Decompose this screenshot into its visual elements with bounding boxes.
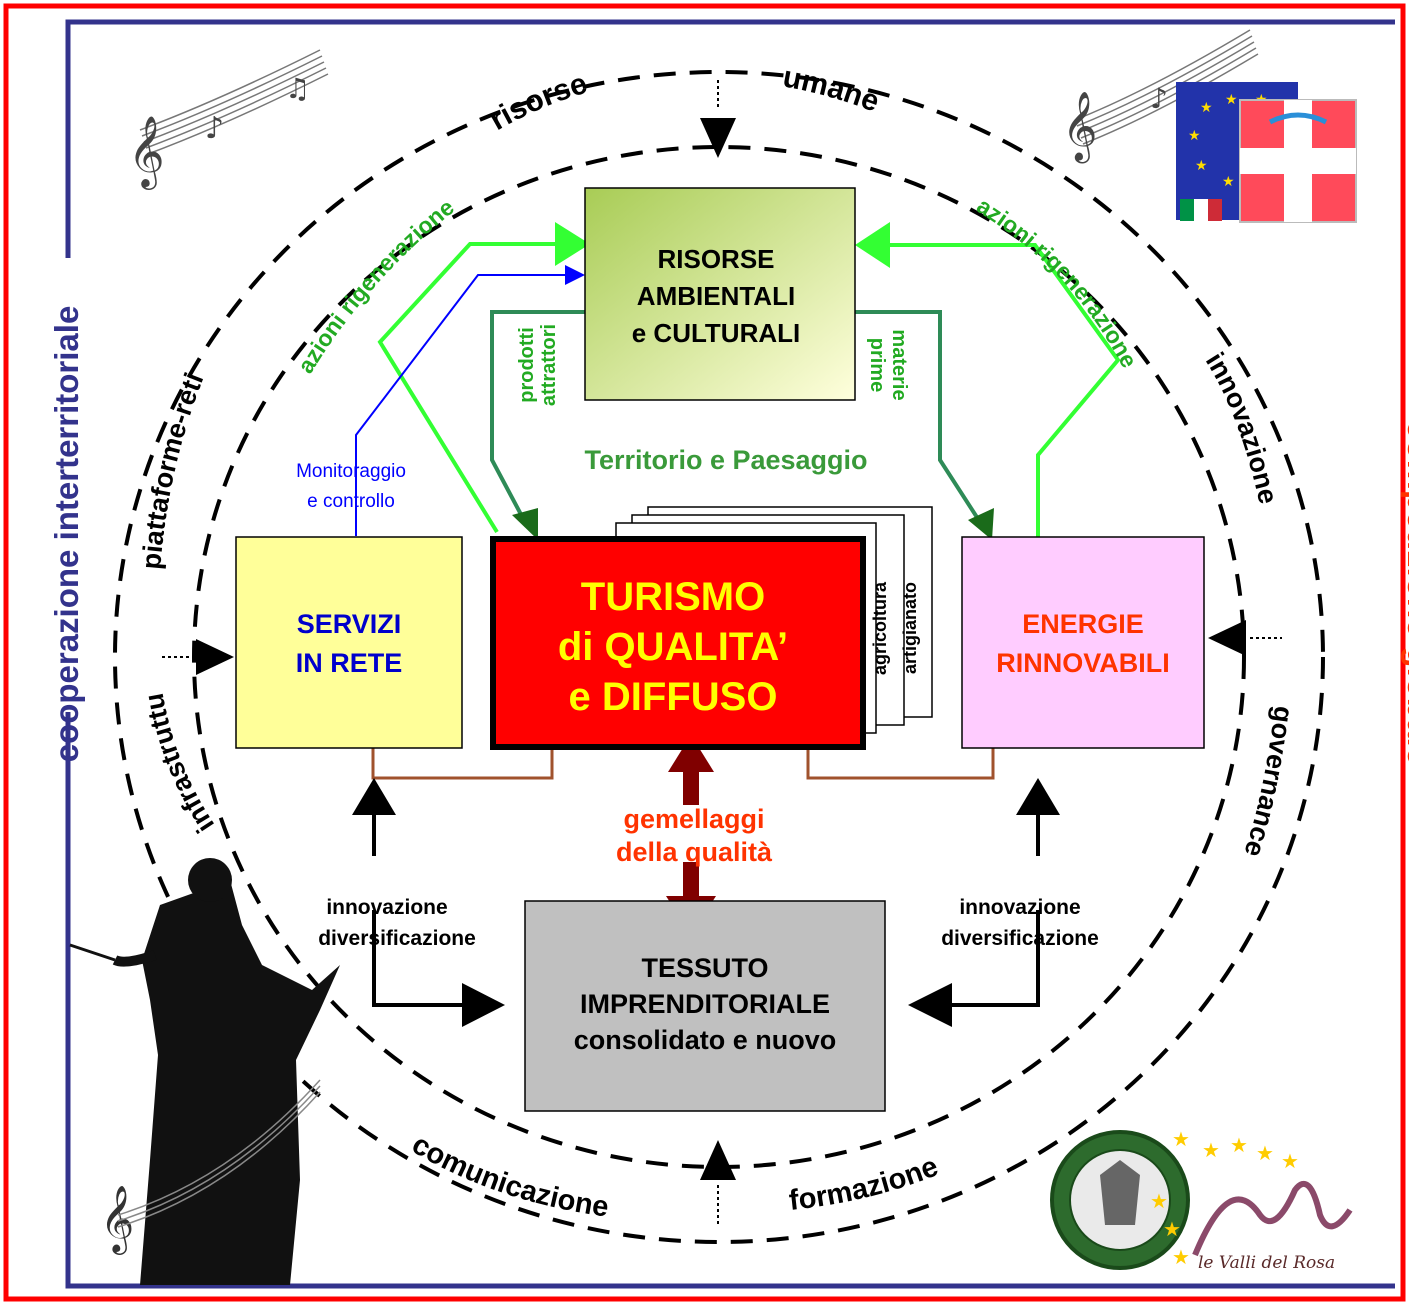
product-flows — [490, 310, 994, 540]
innovation-right-line2: diversificazione — [941, 927, 1099, 950]
svg-text:★: ★ — [1195, 158, 1208, 174]
regeneration-flows — [377, 222, 1121, 537]
monitoring-label-line1: Monitoraggio — [296, 461, 406, 482]
svg-text:★: ★ — [1188, 128, 1201, 144]
svg-text:★: ★ — [1172, 1245, 1190, 1269]
treble-clef-icon: 𝄞 — [128, 114, 165, 190]
music-note-icon: ♫ — [285, 72, 310, 105]
svg-text:★: ★ — [1256, 1141, 1274, 1165]
regen-label-right: azioni rigenerazione — [972, 192, 1142, 372]
svg-text:★: ★ — [1172, 1127, 1190, 1151]
svg-text:★: ★ — [1222, 174, 1235, 190]
svg-text:★: ★ — [1200, 100, 1213, 116]
music-staff-top-right: 𝄞 ♪ — [1062, 29, 1259, 163]
logo-script-text: le Valli del Rosa — [1198, 1253, 1335, 1273]
arrow-right-to-business — [462, 983, 505, 1027]
ring-label-top-right: umane — [780, 60, 883, 118]
resources-line2: AMBIENTALI — [637, 281, 795, 311]
tourism-box: TURISMO di QUALITA’ e DIFFUSO — [490, 536, 866, 750]
tourism-line3: e DIFFUSO — [569, 675, 778, 719]
tourism-line2: di QUALITA’ — [558, 625, 788, 669]
valsesia-logo: ★ ★ ★ ★ ★ ★ ★ ★ le Valli del Rosa — [1050, 1127, 1353, 1273]
ring-label-top-left: risorse — [484, 67, 591, 137]
raw-label-line1: materie — [888, 329, 910, 400]
left-vertical-label: cooperazione interterritoriale — [48, 306, 85, 763]
energy-box: ENERGIE RINNOVABILI — [961, 536, 1205, 749]
arrow-up-right — [1016, 778, 1060, 815]
territory-label: Territorio e Paesaggio — [584, 445, 867, 475]
services-line2: IN RETE — [296, 648, 403, 678]
side-card-artigianato: artigianato — [900, 582, 920, 674]
business-line1: TESSUTO — [641, 953, 768, 983]
svg-text:★: ★ — [1202, 1138, 1220, 1162]
products-label-line1: prodotti — [516, 327, 538, 403]
raw-label-line2: prime — [866, 338, 888, 392]
svg-text:★: ★ — [1163, 1217, 1181, 1241]
business-box: TESSUTO IMPRENDITORIALE consolidato e nu… — [524, 900, 886, 1112]
svg-text:★: ★ — [1150, 1189, 1168, 1213]
innovation-right-line1: innovazione — [959, 896, 1080, 919]
svg-text:★: ★ — [1281, 1149, 1299, 1173]
twinning-label-line2: della qualità — [616, 837, 773, 867]
arrow-up-left — [352, 778, 396, 815]
outer-border — [3, 3, 1406, 1302]
energy-line1: ENERGIE — [1022, 609, 1144, 639]
inner-frame — [65, 19, 1395, 1289]
resources-line1: RISORSE — [657, 244, 774, 274]
monitoring-label-line2: e controllo — [307, 491, 395, 512]
treble-clef-icon: 𝄞 — [1062, 91, 1097, 163]
innovation-left-line1: innovazione — [326, 896, 447, 919]
business-line2: IMPRENDITORIALE — [580, 989, 830, 1019]
conductor-silhouette-icon: 𝄞 — [69, 858, 340, 1285]
energy-line2: RINNOVABILI — [996, 648, 1170, 678]
resources-line3: e CULTURALI — [632, 318, 801, 348]
svg-text:★: ★ — [1230, 1133, 1248, 1157]
services-box: SERVIZI IN RETE — [235, 536, 463, 749]
arrow-left-to-business — [908, 983, 952, 1027]
twinning-label-line1: gemellaggi — [623, 804, 764, 834]
outer-ring — [113, 70, 1325, 1244]
monitoring-flow — [355, 265, 585, 536]
svg-text:★: ★ — [1225, 92, 1238, 108]
resources-box: RISORSE AMBIENTALI e CULTURALI — [584, 187, 856, 401]
side-card-agricoltura: agricoltura — [870, 581, 890, 675]
services-line1: SERVIZI — [297, 609, 402, 639]
business-line3: consolidato e nuovo — [574, 1025, 837, 1055]
innovation-left-line2: diversificazione — [318, 927, 476, 950]
flags-icon: ★★★ ★★★ — [1176, 82, 1357, 223]
products-label-line2: attrattori — [538, 324, 560, 406]
treble-clef-icon: 𝄞 — [100, 1184, 134, 1255]
tourism-line1: TURISMO — [581, 575, 765, 619]
innovation-arrows — [372, 810, 1040, 1007]
music-note-icon: ♪ — [1150, 82, 1168, 115]
music-note-icon: ♪ — [205, 111, 224, 146]
music-staff-top-left: 𝄞 ♪ ♫ — [128, 49, 329, 190]
ring-label-right-lower: governance — [1238, 704, 1299, 860]
inward-arrows — [162, 80, 1282, 1225]
right-vertical-label: competizione globale — [1400, 420, 1409, 766]
